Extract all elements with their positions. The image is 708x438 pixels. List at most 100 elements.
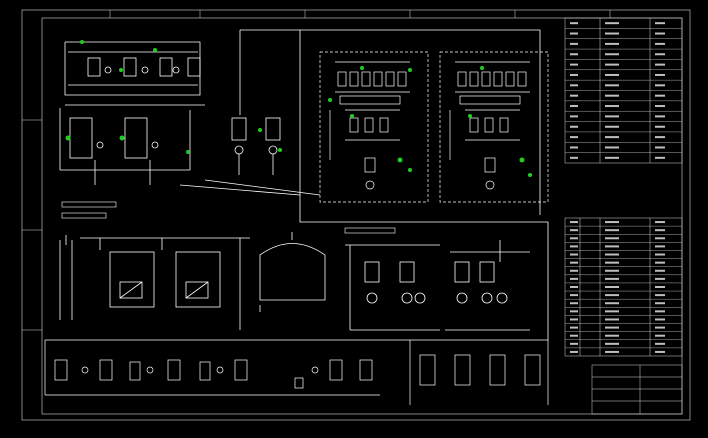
table-cell-mark [605,146,619,149]
table-cell-mark [570,22,578,25]
table-cell-mark [655,261,665,264]
bottom-equipment-row [44,339,549,405]
table-cell-mark [655,237,665,240]
table-cell-mark [605,221,619,224]
table-cell-mark [605,94,619,97]
table-cell-mark [605,253,619,256]
table-cell-mark [605,342,619,345]
table-cell-mark [605,334,619,337]
table-cell-mark [655,229,665,232]
table-cell-mark [570,253,578,256]
table-cell-mark [570,221,578,224]
table-cell-mark [655,269,665,272]
table-cell-mark [570,294,578,297]
table-cell-mark [655,84,665,87]
table-cell-mark [655,146,665,149]
table-cell-mark [570,277,578,280]
table-cell-mark [570,286,578,288]
table-cell-mark [655,42,665,45]
table-cell-mark [605,277,619,280]
table-cell-mark [605,125,619,128]
table-cell-mark [605,286,619,288]
main-pipelines [204,29,549,340]
table-cell-mark [655,22,665,25]
table-cell-mark [570,326,578,329]
table-cell-mark [570,105,578,108]
storage-tank-area [59,235,250,330]
table-cell-mark [655,115,665,118]
table-cell-mark [605,136,619,139]
annotation-bars [61,201,396,234]
table-cell-mark [605,32,619,35]
table-cell-mark [605,318,619,321]
border-grid-ticks [22,10,611,331]
table-cell-mark [570,350,578,353]
table-cell-mark [570,342,578,345]
table-cell-mark [570,229,578,232]
table-cell-mark [570,53,578,56]
green-indicators-left [65,40,190,154]
table-cell-mark [655,302,665,305]
table-cell-mark [655,286,665,288]
table-cell-mark [655,136,665,139]
dashed-unit-box-right [439,51,549,203]
table-cell-mark [570,334,578,337]
table-cell-mark [570,146,578,149]
table-cell-mark [655,53,665,56]
table-cell-mark [655,156,665,159]
table-cell-mark [570,310,578,313]
heat-exchanger-group-top-left [59,41,301,196]
table-cell-mark [655,294,665,297]
table-cell-mark [570,156,578,159]
table-cell-mark [655,32,665,35]
lower-legend-table [564,217,683,357]
table-cell-mark [605,115,619,118]
table-cell-mark [655,105,665,108]
table-cell-mark [605,22,619,25]
table-cell-mark [655,63,665,66]
table-cell-mark [605,310,619,313]
table-cell-mark [570,237,578,240]
table-cell-mark [655,94,665,97]
table-cell-mark [605,261,619,264]
unit-right-internals [449,61,530,190]
table-cell-mark [655,310,665,313]
table-cell-mark [605,42,619,45]
table-cell-mark [605,53,619,56]
table-cell-mark [605,63,619,66]
table-cell-mark [605,326,619,329]
table-cell-mark [570,94,578,97]
table-cell-mark [605,294,619,297]
lower-legend-table-rows [565,225,682,349]
table-cell-mark [605,156,619,159]
table-cell-mark [570,269,578,272]
table-cell-mark [605,269,619,272]
table-cell-mark [655,253,665,256]
table-cell-mark [655,350,665,353]
table-cell-mark [605,73,619,76]
unit-left-internals [329,61,410,190]
pump-block-lower-right [345,240,530,331]
table-cell-mark [655,245,665,248]
table-cell-mark [605,245,619,248]
upper-legend-table-rows [565,28,682,153]
table-cell-mark [570,261,578,264]
table-cell-mark [570,32,578,35]
table-cell-mark [655,318,665,321]
table-cell-mark [655,221,665,224]
table-cell-mark [570,42,578,45]
table-cell-marks [570,22,665,353]
green-indicators-middle [258,128,282,152]
table-cell-mark [570,136,578,139]
table-cell-mark [570,84,578,87]
table-cell-mark [655,125,665,128]
table-cell-mark [570,73,578,76]
table-cell-mark [605,302,619,305]
table-cell-mark [605,105,619,108]
title-block [591,364,683,415]
table-cell-mark [655,326,665,329]
table-cell-mark [570,125,578,128]
drawing-border [21,9,691,421]
table-cell-mark [605,84,619,87]
